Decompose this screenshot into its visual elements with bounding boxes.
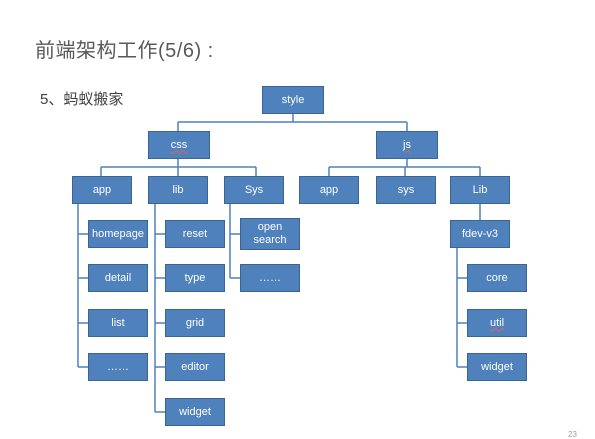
connector-css-lib (154, 204, 165, 413)
connector-root (177, 114, 408, 131)
node-reset: reset (165, 220, 225, 248)
page-number: 23 (568, 430, 577, 439)
connector-fdev (456, 248, 467, 368)
node-list: list (88, 309, 148, 337)
connector-css (100, 159, 257, 176)
node-js: js (376, 131, 438, 159)
node-detail: detail (88, 264, 148, 292)
node-js-lib: Lib (450, 176, 510, 204)
node-util-label: util (489, 316, 505, 329)
node-style: style (262, 86, 324, 114)
connector-css-app (77, 204, 88, 368)
node-sys-more: …… (240, 264, 300, 292)
node-js-label: js (403, 138, 411, 151)
node-grid: grid (165, 309, 225, 337)
node-css-label: css (170, 138, 188, 151)
node-js-sys: sys (376, 176, 436, 204)
node-js-app: app (299, 176, 359, 204)
node-editor: editor (165, 353, 225, 381)
connector-css-sys (229, 204, 240, 279)
node-css-widget: widget (165, 398, 225, 426)
node-fdev-v3: fdev-v3 (450, 220, 510, 248)
node-type: type (165, 264, 225, 292)
section-subtitle: 5、蚂蚁搬家 (40, 91, 124, 108)
connector-js (328, 159, 481, 176)
node-core: core (467, 264, 527, 292)
node-homepage: homepage (88, 220, 148, 248)
node-app-more: …… (88, 353, 148, 381)
node-open-search: open search (240, 218, 300, 250)
node-css-lib: lib (148, 176, 208, 204)
node-css: css (148, 131, 210, 159)
page-title: 前端架构工作(5/6) : (35, 40, 214, 62)
node-js-widget: widget (467, 353, 527, 381)
node-util: util (467, 309, 527, 337)
node-css-sys: Sys (224, 176, 284, 204)
node-css-app: app (72, 176, 132, 204)
